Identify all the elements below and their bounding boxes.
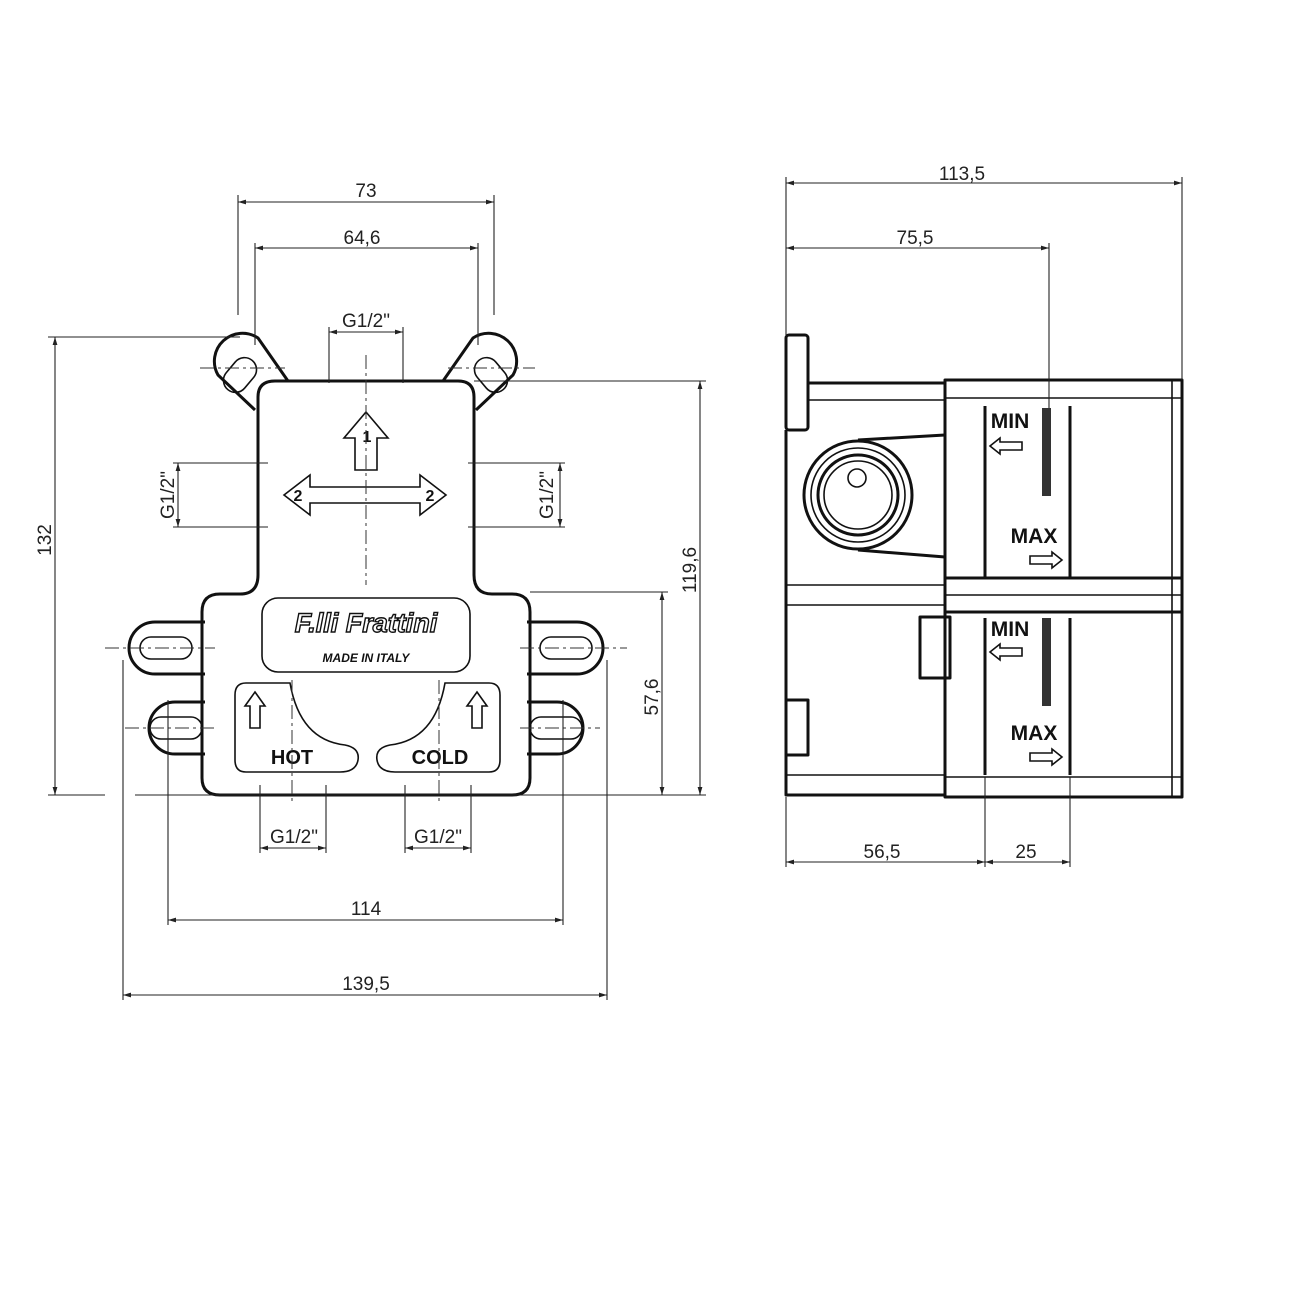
arrow-label-1: 1: [363, 429, 372, 446]
dim-73: 73: [355, 181, 376, 202]
cold-arrow-up-icon: [465, 690, 489, 729]
dim-57-6: 57,6: [642, 679, 663, 716]
bottom-tab: [784, 698, 810, 757]
hot-panel: [234, 682, 360, 773]
arrow-left-icon: [988, 642, 1023, 662]
front-view: 1 2 2 F.lli Frattini MADE IN ITALY HOT C…: [105, 331, 627, 805]
arrow-right-icon: [1029, 550, 1064, 570]
dim-75-5: 75,5: [897, 228, 934, 249]
center-lines: [105, 355, 627, 805]
arrow-right-icon: [1029, 747, 1064, 767]
arrow-left-icon: [988, 436, 1023, 456]
top-right-mounting-ear: [441, 331, 519, 412]
dim-56-5: 56,5: [864, 842, 901, 863]
cold-label: COLD: [412, 747, 469, 769]
dim-top-thread: G1/2": [342, 311, 390, 332]
dim-25: 25: [1015, 842, 1036, 863]
dim-left-thread: G1/2": [158, 471, 179, 519]
min-label-lower: MIN: [991, 618, 1030, 641]
dim-114: 114: [351, 899, 382, 920]
dim-64-6: 64,6: [344, 228, 381, 249]
side-mounting-tabs: [127, 620, 605, 756]
outlet-fitting: [802, 433, 946, 559]
min-label-upper: MIN: [991, 410, 1030, 433]
max-label-upper: MAX: [1011, 525, 1058, 548]
cold-panel: [375, 682, 501, 773]
brand-logo: F.lli Frattini: [295, 608, 438, 638]
dim-132: 132: [35, 524, 56, 556]
side-view: MIN MAX MIN MAX: [784, 333, 1184, 799]
top-left-mounting-ear: [212, 331, 290, 412]
scale-markings: [1042, 618, 1051, 706]
scale-markings: [1042, 408, 1051, 496]
side-clip: [918, 615, 952, 680]
arrow-up-icon: [342, 410, 390, 471]
arrow-label-2-left: 2: [294, 488, 303, 505]
made-in-italy-label: MADE IN ITALY: [323, 651, 411, 665]
cartridge-box: [943, 378, 1184, 799]
hot-arrow-up-icon: [243, 690, 267, 729]
max-label-lower: MAX: [1011, 722, 1058, 745]
dim-cold-thread: G1/2": [414, 827, 462, 848]
arrow-left-right-icon: [282, 473, 448, 517]
arrow-label-2-right: 2: [426, 488, 435, 505]
flange: [784, 333, 810, 432]
dim-right-thread: G1/2": [537, 471, 558, 519]
dim-113-5: 113,5: [939, 164, 985, 185]
front-dimensions: 73 64,6 G1/2" G1/2" G1/2" 132 119,6 57,6…: [35, 181, 706, 1000]
dim-119-6: 119,6: [680, 547, 701, 593]
logo-plate: [261, 597, 471, 673]
dim-hot-thread: G1/2": [270, 827, 318, 848]
dim-139-5: 139,5: [342, 974, 390, 995]
side-dimensions: 113,5 75,5 56,5 25: [785, 164, 1183, 867]
